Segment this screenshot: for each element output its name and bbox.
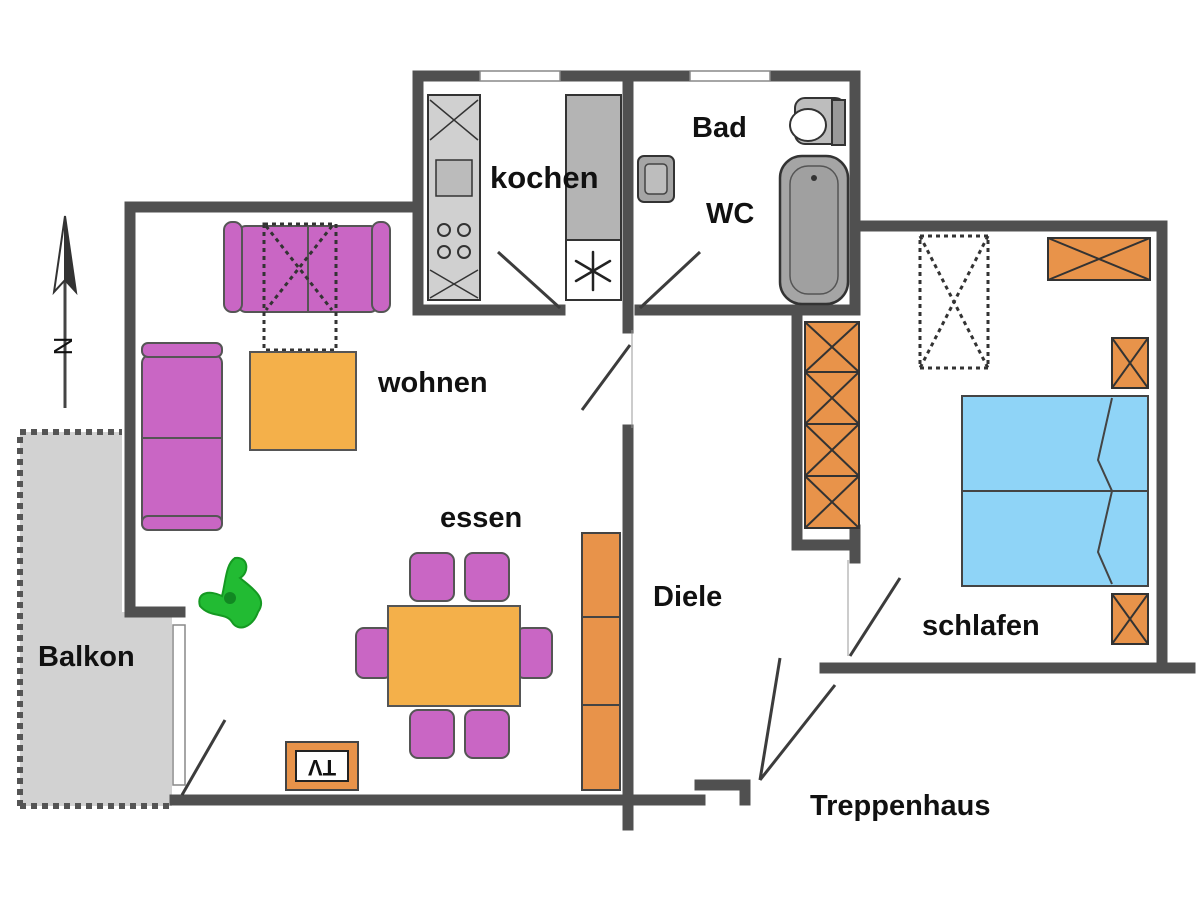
- bed: [961, 395, 1149, 587]
- label-wc: WC: [706, 198, 754, 230]
- wardrobe: [804, 321, 860, 529]
- dining-table: [387, 605, 521, 707]
- plant-icon: [198, 556, 263, 629]
- kitchen-counter: [427, 94, 481, 301]
- nightstand-bottom: [1111, 593, 1149, 645]
- sideboard: [581, 532, 621, 791]
- label-bad: Bad: [692, 112, 747, 144]
- freezer-icon: [574, 250, 612, 292]
- walls: [124, 70, 1196, 831]
- label-diele: Diele: [653, 581, 722, 613]
- fridge-cabinet: [565, 94, 622, 301]
- balcony: [17, 429, 172, 809]
- coffee-table: [249, 351, 357, 451]
- label-north: N: [48, 337, 78, 356]
- nightstand-top: [1111, 337, 1149, 389]
- label-wohnen: wohnen: [377, 367, 488, 399]
- label-schlafen: schlafen: [922, 610, 1040, 642]
- label-kochen: kochen: [490, 160, 599, 195]
- sofa-top: [223, 221, 391, 352]
- washbasin: [637, 155, 675, 203]
- dashed-furniture: [918, 234, 990, 370]
- north-arrow-icon: [52, 215, 78, 408]
- sofa-left: [141, 342, 223, 531]
- dining-chairs: [355, 552, 553, 759]
- label-balkon: Balkon: [38, 641, 135, 673]
- tv-stand: [285, 741, 359, 791]
- windows: [172, 70, 771, 786]
- doors: [180, 250, 902, 796]
- toilet: [789, 97, 846, 146]
- bathtub: [778, 154, 850, 306]
- wardrobe-cross: [804, 321, 860, 529]
- label-tv: TV: [308, 755, 336, 780]
- dresser: [1047, 237, 1151, 281]
- label-treppenhaus: Treppenhaus: [810, 790, 991, 822]
- label-essen: essen: [440, 502, 522, 534]
